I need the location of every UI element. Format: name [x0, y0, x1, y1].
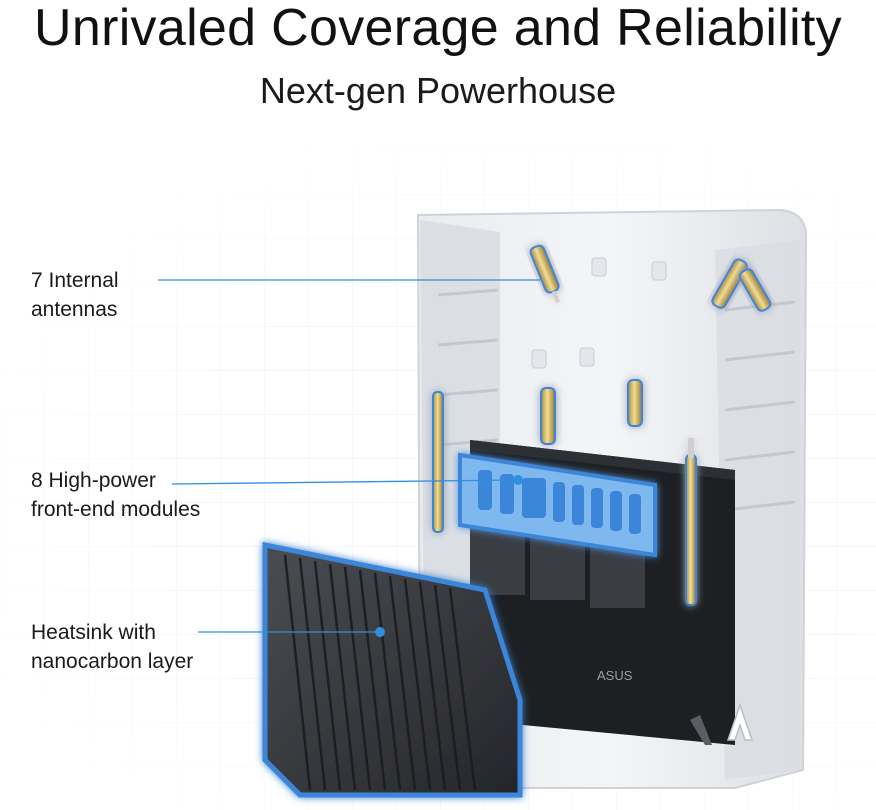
- brand-mark: ASUS: [597, 668, 633, 683]
- internal-antennas: [432, 244, 772, 606]
- callout-heatsink: Heatsink with nanocarbon layer: [31, 618, 193, 676]
- logo-mark-icon: [726, 702, 754, 741]
- callout-fem-line1: 8 High-power: [31, 469, 156, 492]
- fem-callout-dot: [513, 475, 523, 485]
- callout-heatsink-line1: Heatsink with: [31, 621, 156, 644]
- callout-fem-line2: front-end modules: [31, 498, 201, 521]
- page-title: Unrivaled Coverage and Reliability: [34, 0, 842, 57]
- callout-antennas-line2: antennas: [31, 298, 118, 321]
- callout-antennas-line1: 7 Internal: [31, 269, 119, 292]
- callout-heatsink-line2: nanocarbon layer: [31, 650, 194, 673]
- heatsink-callout-dot: [375, 627, 385, 637]
- callout-front-end-modules: 8 High-power front-end modules: [31, 466, 200, 524]
- fem-callout-line: [171, 479, 519, 485]
- heatsink: [262, 541, 523, 798]
- callout-lines: [158, 279, 540, 633]
- page-subtitle: Next-gen Powerhouse: [259, 70, 617, 111]
- callout-antennas: 7 Internal antennas: [31, 266, 119, 324]
